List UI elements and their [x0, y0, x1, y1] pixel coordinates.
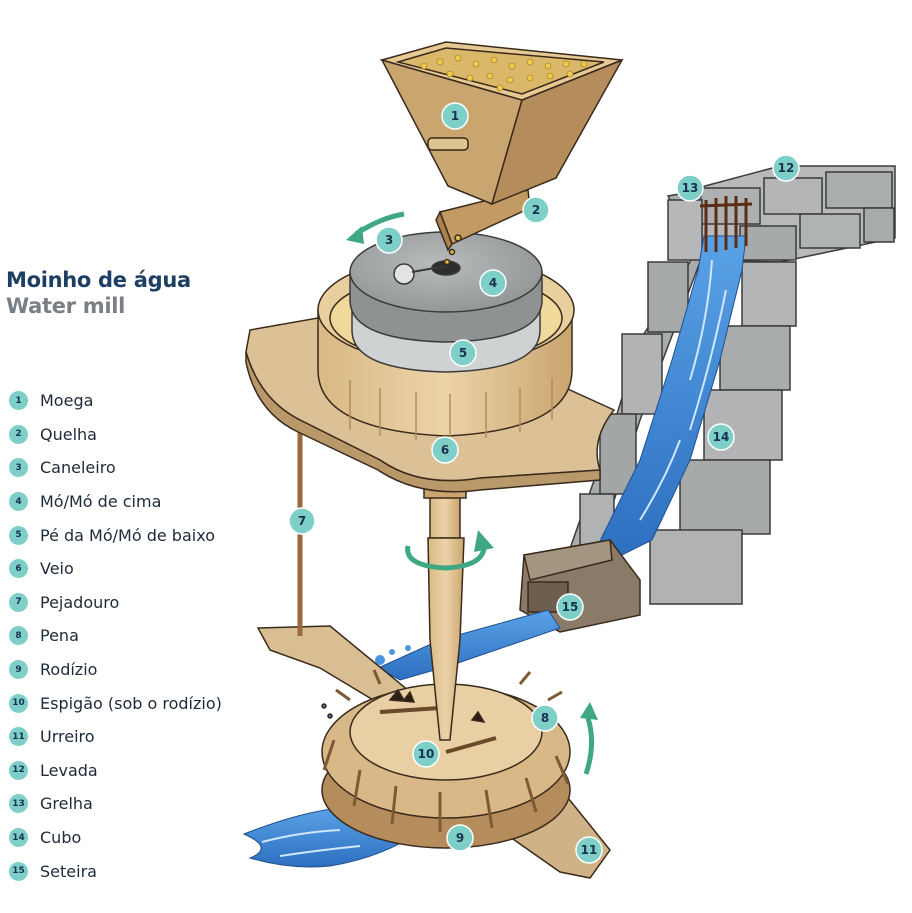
legend-item: 8 Pena [9, 619, 249, 653]
marker-label: 4 [489, 276, 497, 290]
legend-badge: 15 [9, 861, 28, 881]
marker-11: 11 [575, 836, 603, 864]
shaft-rotation-arrow [405, 530, 494, 571]
marker-label: 11 [581, 843, 598, 857]
legend-item: 15 Seteira [9, 854, 249, 888]
title-english: Water mill [6, 294, 126, 318]
marker-8: 8 [531, 704, 559, 732]
marker-label: 9 [456, 831, 464, 845]
marker-14: 14 [707, 423, 735, 451]
marker-label: 15 [562, 600, 579, 614]
legend-badge: 6 [9, 559, 28, 579]
marker-2: 2 [522, 196, 550, 224]
legend-label: Pé da Mó/Mó de baixo [40, 525, 215, 545]
legend-badge: 9 [9, 660, 28, 680]
legend-badge: 10 [9, 693, 28, 713]
legend-badge: 3 [9, 458, 28, 478]
marker-3: 3 [375, 226, 403, 254]
marker-label: 1 [451, 109, 459, 123]
marker-label: 10 [418, 747, 435, 761]
legend-label: Cubo [40, 828, 82, 848]
marker-label: 3 [385, 233, 393, 247]
legend: 1 Moega 2 Quelha 3 Caneleiro 4 Mó/Mó de cima… [9, 384, 249, 888]
legend-label: Pena [40, 626, 79, 646]
marker-label: 12 [778, 161, 795, 175]
legend-badge: 2 [9, 424, 28, 444]
grain-texture [420, 54, 588, 92]
legend-badge: 4 [9, 492, 28, 512]
legend-badge: 11 [9, 727, 28, 747]
legend-item: 1 Moega [9, 384, 249, 418]
pena-arrow [580, 702, 598, 775]
legend-label: Pejadouro [40, 592, 120, 612]
legend-item: 13 Grelha [9, 787, 249, 821]
legend-label: Caneleiro [40, 458, 116, 478]
marker-label: 6 [441, 443, 449, 457]
legend-badge: 12 [9, 760, 28, 780]
marker-10: 10 [412, 740, 440, 768]
caneleiro-arrow [346, 211, 405, 244]
legend-label: Moega [40, 391, 94, 411]
legend-item: 7 Pejadouro [9, 586, 249, 620]
marker-5: 5 [449, 339, 477, 367]
legend-label: Veio [40, 559, 74, 579]
legend-label: Quelha [40, 424, 97, 444]
legend-badge: 8 [9, 626, 28, 646]
levada-stone-channel [565, 165, 896, 605]
grelha-grate [699, 196, 753, 252]
water-jet [364, 609, 561, 681]
marker-6: 6 [431, 436, 459, 464]
legend-item: 11 Urreiro [9, 720, 249, 754]
legend-badge: 1 [9, 391, 28, 411]
title-portuguese: Moinho de água [6, 268, 191, 292]
marker-label: 13 [682, 181, 699, 195]
marker-label: 2 [532, 203, 540, 217]
legend-item: 14 Cubo [9, 821, 249, 855]
legend-item: 6 Veio [9, 552, 249, 586]
legend-item: 12 Levada [9, 754, 249, 788]
marker-4: 4 [479, 269, 507, 297]
marker-1: 1 [441, 102, 469, 130]
marker-9: 9 [446, 824, 474, 852]
cubo-water-flow [597, 235, 747, 561]
marker-label: 5 [459, 346, 467, 360]
legend-label: Grelha [40, 794, 93, 814]
legend-badge: 7 [9, 592, 28, 612]
marker-label: 7 [298, 514, 306, 528]
marker-7: 7 [288, 507, 316, 535]
marker-12: 12 [772, 154, 800, 182]
legend-label: Levada [40, 760, 98, 780]
legend-badge: 5 [9, 525, 28, 545]
legend-item: 9 Rodízio [9, 653, 249, 687]
legend-label: Rodízio [40, 660, 98, 680]
legend-badge: 14 [9, 828, 28, 848]
marker-15: 15 [556, 593, 584, 621]
legend-badge: 13 [9, 794, 28, 814]
marker-label: 14 [713, 430, 730, 444]
legend-label: Mó/Mó de cima [40, 492, 162, 512]
marker-13: 13 [676, 174, 704, 202]
legend-label: Espigão (sob o rodízio) [40, 693, 222, 713]
legend-item: 5 Pé da Mó/Mó de baixo [9, 518, 249, 552]
legend-label: Urreiro [40, 727, 95, 747]
moega-hopper [379, 41, 624, 206]
marker-label: 8 [541, 711, 549, 725]
title-block: Moinho de água Water mill [6, 268, 191, 318]
legend-item: 2 Quelha [9, 418, 249, 452]
legend-label: Seteira [40, 861, 97, 881]
legend-item: 3 Caneleiro [9, 451, 249, 485]
legend-item: 10 Espigão (sob o rodízio) [9, 686, 249, 720]
legend-item: 4 Mó/Mó de cima [9, 485, 249, 519]
seteira-nozzle [519, 539, 641, 633]
